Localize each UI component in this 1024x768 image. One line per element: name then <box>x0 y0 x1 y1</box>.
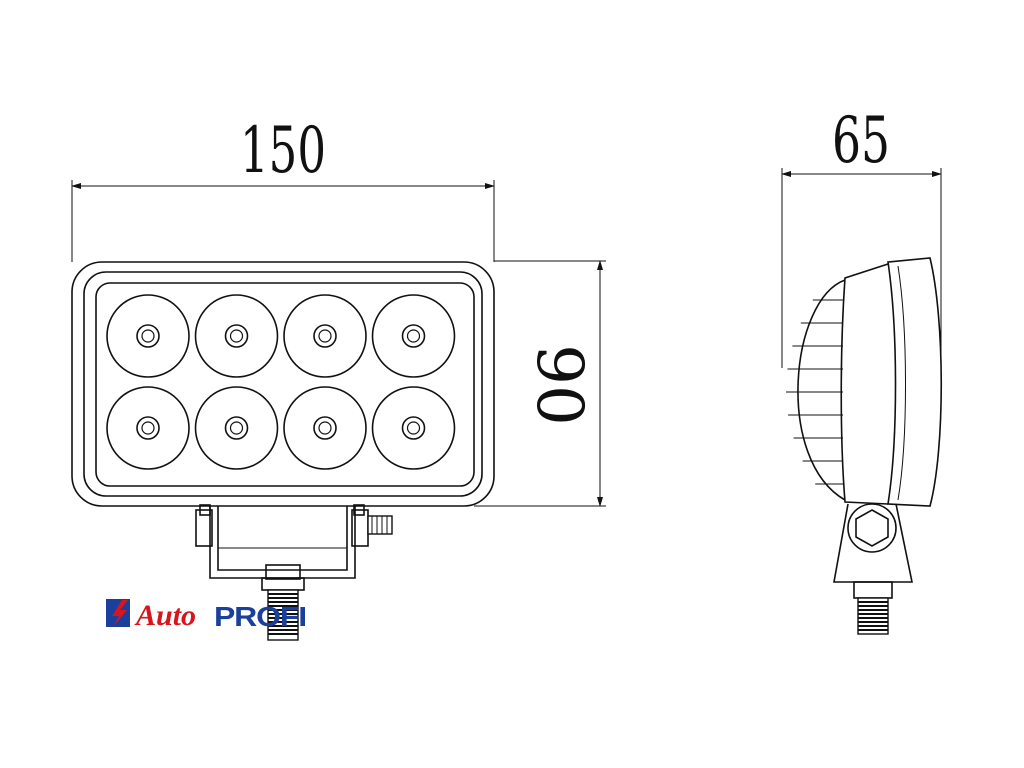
led-reflector <box>283 386 367 470</box>
mounting-bracket <box>195 504 369 579</box>
depth-dimension: 65 <box>781 104 942 380</box>
logo-auto-text: Auto <box>134 599 196 632</box>
led-reflector <box>106 294 190 378</box>
led-reflector <box>283 294 367 378</box>
height-dimension: 90 <box>474 260 606 507</box>
logo-profi-text: PROFI <box>214 601 306 632</box>
side-bezel <box>887 257 943 507</box>
cooling-fins <box>797 279 846 501</box>
led-reflector <box>371 386 456 470</box>
width-dimension: 150 <box>71 114 495 262</box>
led-grid <box>106 294 456 470</box>
bottom-bolt <box>261 564 305 641</box>
led-reflector <box>194 294 279 378</box>
brand-logo: Auto PROFI <box>106 599 307 632</box>
led-reflector <box>371 294 456 378</box>
bracket-side-bolt <box>367 515 393 535</box>
side-view: 65 <box>781 104 943 635</box>
fin-lines <box>786 299 843 485</box>
front-view: 150 90 <box>71 114 606 641</box>
width-dimension-label: 150 <box>240 114 326 188</box>
side-housing <box>840 263 889 505</box>
led-reflector <box>194 386 279 470</box>
housing-inner <box>83 271 483 497</box>
led-reflector <box>106 386 190 470</box>
side-mount <box>833 503 913 635</box>
housing-outer <box>71 261 495 507</box>
height-dimension-label: 90 <box>522 344 596 425</box>
lightning-bolt-icon <box>112 600 128 627</box>
depth-dimension-label: 65 <box>832 104 890 178</box>
lens-frame <box>95 282 475 487</box>
